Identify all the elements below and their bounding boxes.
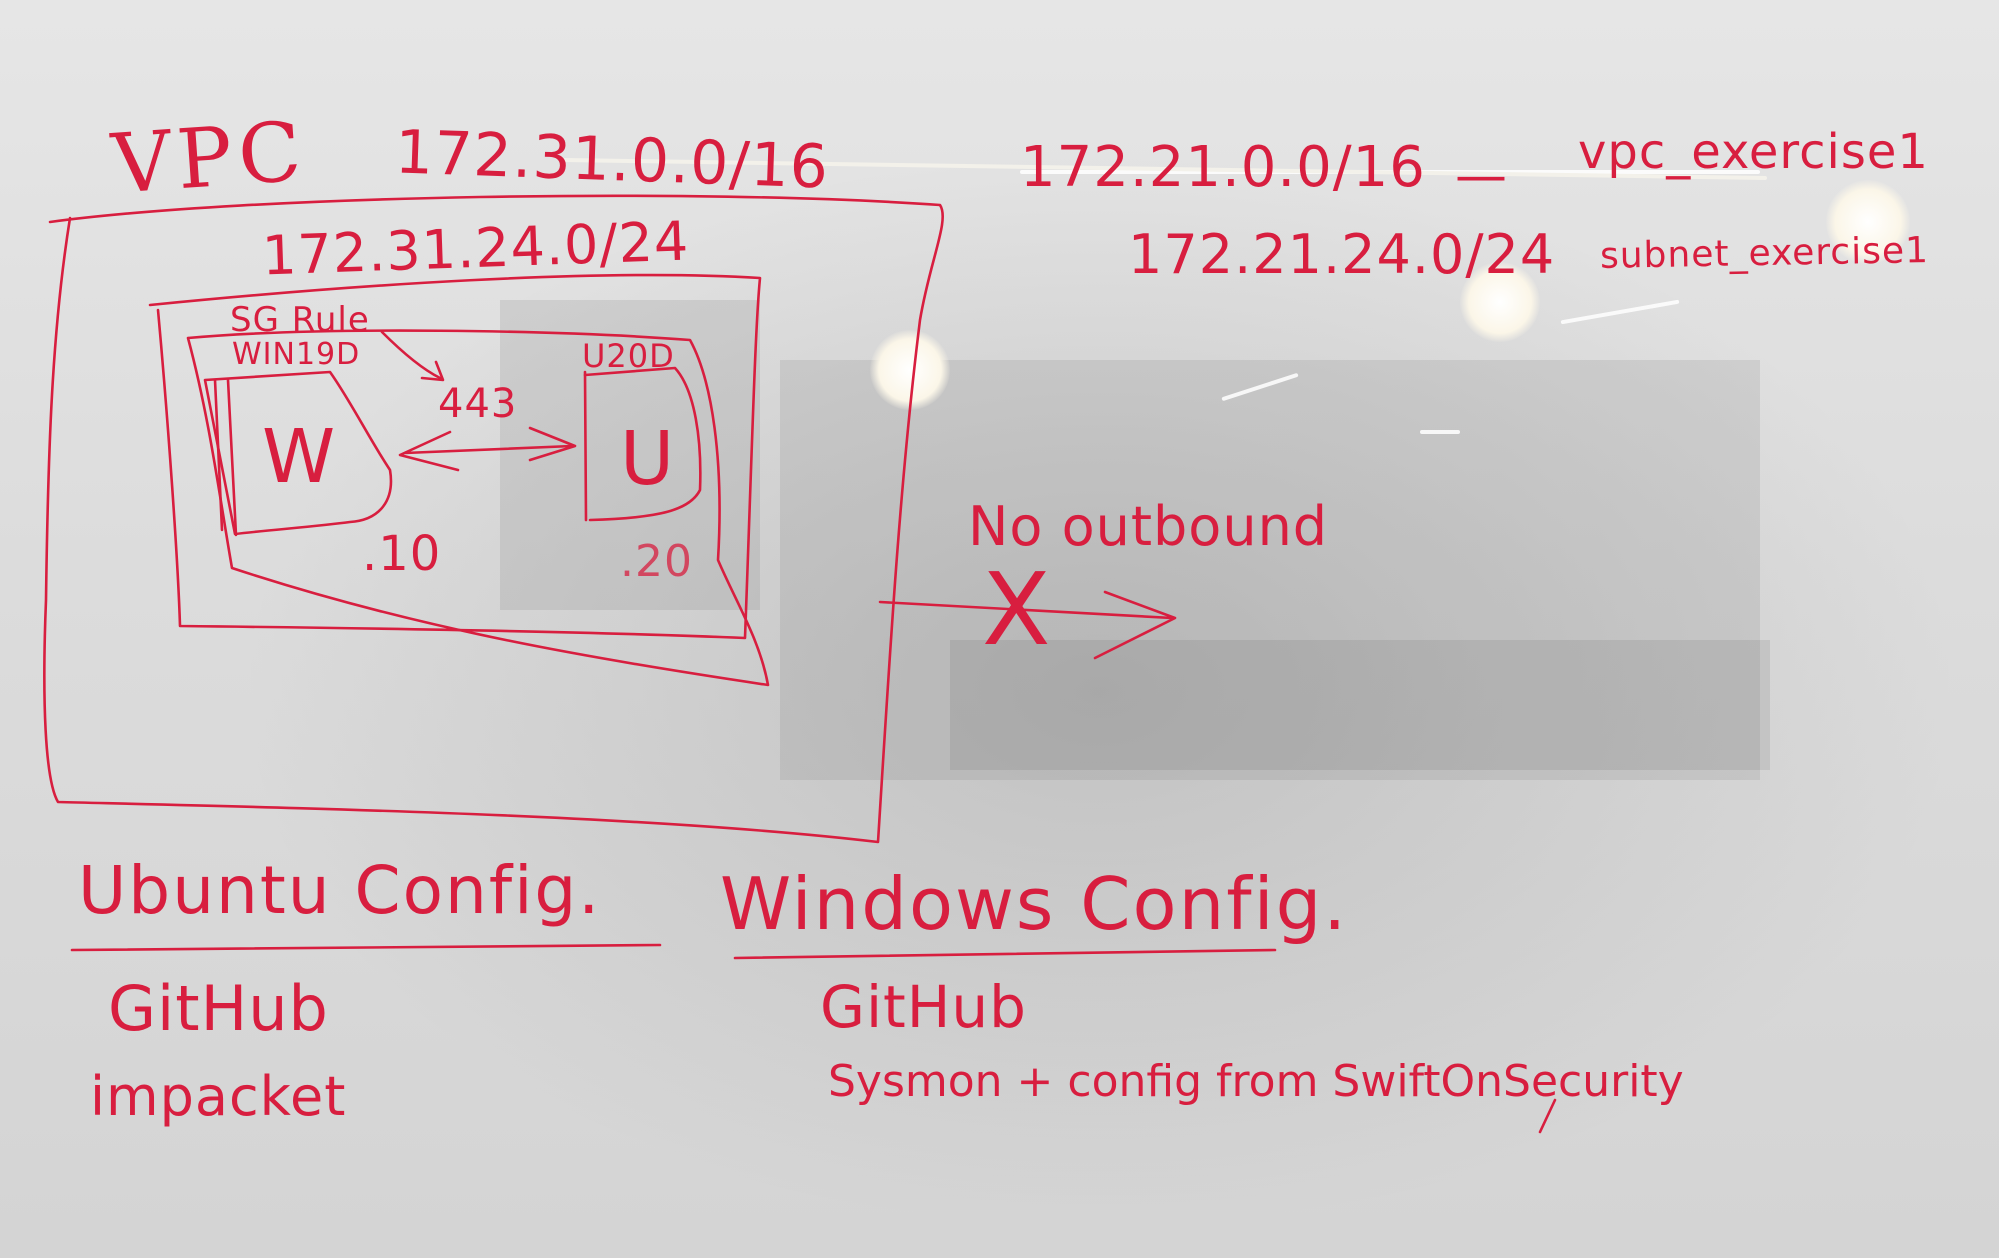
windows-host-ip: .10 — [362, 526, 442, 582]
windows-host-box-edge — [226, 378, 238, 537]
ubuntu-config-underline — [70, 943, 662, 952]
reflection-desk — [950, 640, 1770, 770]
ubuntu-config-item-impacket: impacket — [90, 1065, 347, 1128]
strikethrough-vpc-cidr — [563, 158, 1767, 180]
ubuntu-config-heading: Ubuntu Config. — [78, 852, 602, 929]
security-group-boundary — [186, 329, 770, 687]
config-tail-mark — [1538, 1098, 1557, 1134]
ubuntu-host-name: U20D — [582, 337, 675, 375]
windows-config-item-github: GitHub — [820, 973, 1027, 1041]
ceiling-light — [1460, 262, 1540, 342]
sg-rule-arrow — [380, 330, 442, 380]
windows-host-letter: W — [262, 414, 337, 500]
subnet-boundary — [148, 273, 762, 640]
no-outbound-label: No outbound — [968, 495, 1329, 558]
ceiling-light-strip — [1420, 430, 1460, 434]
port-443-arrowhead-left — [398, 430, 460, 472]
outbound-arrowhead — [1093, 590, 1177, 660]
windows-host-box — [203, 370, 393, 536]
subnet-cidr-old: 172.31.24.0/24 — [261, 209, 691, 288]
vpc-label: VPC — [108, 104, 311, 213]
vpc-cidr-new: 172.21.0.0/16 — [1020, 135, 1426, 200]
ubuntu-host-letter: U — [620, 416, 676, 502]
ceiling-light — [1826, 180, 1910, 264]
ubuntu-config-item-github: GitHub — [108, 972, 329, 1045]
vpc-name: vpc_exercise1 — [1578, 124, 1929, 180]
windows-host-name: WIN19D — [232, 337, 361, 372]
subnet-cidr-new: 172.21.24.0/24 — [1128, 223, 1556, 286]
port-443-arrowhead-right — [528, 426, 577, 462]
windows-config-heading: Windows Config. — [720, 862, 1349, 946]
vpc-name-dash: — — [1455, 146, 1508, 206]
reflection-wall — [780, 360, 1760, 780]
ubuntu-host-box — [583, 366, 702, 522]
port-443-arrow — [403, 444, 574, 455]
windows-config-item-sysmon: Sysmon + config from SwiftOnSecurity — [828, 1056, 1684, 1107]
vpc-boundary — [43, 194, 944, 844]
outbound-arrow — [878, 600, 1174, 620]
vpc-cidr-old: 172.31.0.0/16 — [393, 117, 831, 203]
ubuntu-host-box-edge — [583, 370, 588, 522]
windows-config-underline — [733, 948, 1277, 960]
outbound-blocked-mark: X — [982, 551, 1052, 668]
port-443-label: 443 — [438, 381, 518, 427]
ubuntu-host-ip: .20 — [620, 536, 693, 587]
sg-rule-label: SG Rule — [230, 300, 370, 340]
windows-host-box-edge — [213, 378, 224, 532]
sg-rule-arrowhead — [420, 360, 445, 382]
subnet-name: subnet_exercise1 — [1599, 230, 1930, 277]
